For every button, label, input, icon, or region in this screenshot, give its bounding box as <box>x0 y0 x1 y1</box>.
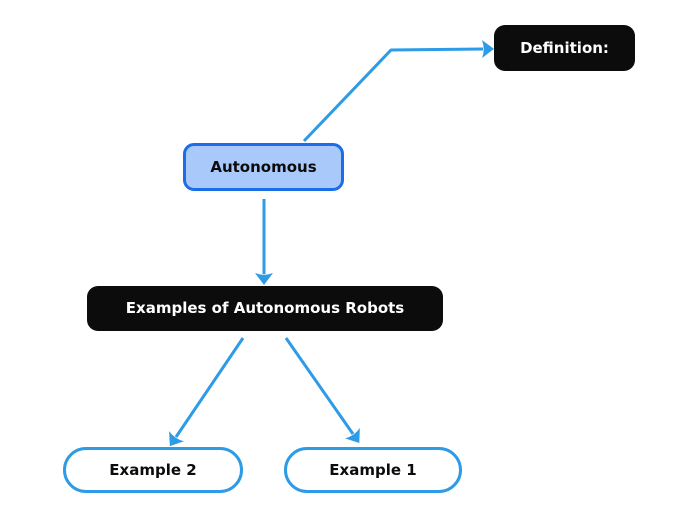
node-definition-label: Definition: <box>520 38 609 57</box>
edge-examples-to-example1 <box>284 337 360 444</box>
edge-examples-to-example2 <box>169 337 245 447</box>
node-example-1[interactable]: Example 1 <box>284 447 462 493</box>
node-examples-label: Examples of Autonomous Robots <box>125 299 405 317</box>
node-definition[interactable]: Definition: <box>494 25 635 71</box>
node-autonomous[interactable]: Autonomous <box>183 143 344 191</box>
node-examples-of-autonomous-robots[interactable]: Examples of Autonomous Robots <box>87 286 443 331</box>
edge-autonomous-to-definition <box>302 40 494 143</box>
node-example-2[interactable]: Example 2 <box>63 447 243 493</box>
node-autonomous-label: Autonomous <box>210 157 317 176</box>
node-example2-label: Example 2 <box>109 460 197 479</box>
node-example1-label: Example 1 <box>329 460 417 479</box>
